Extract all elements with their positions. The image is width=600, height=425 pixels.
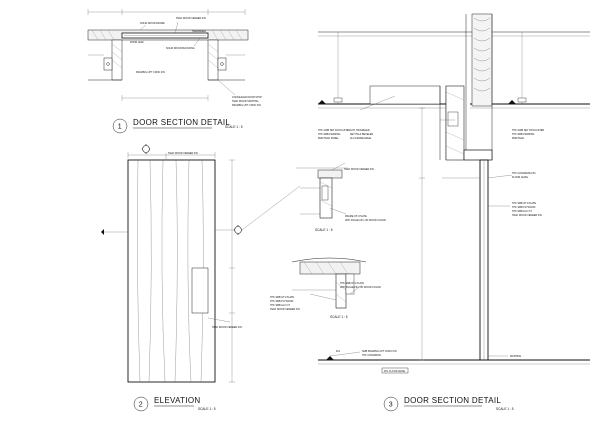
d3-note-panel-2: THK SMB PLYWOOD: [512, 206, 536, 209]
small-detail-upper-scale: SCALE 1 : 5: [315, 228, 333, 232]
detail-3-number-bubble: [383, 396, 399, 412]
d1-note-side-2: TEAK WOOD SKIRTING: [232, 100, 259, 103]
detail-1-title: DOOR SECTION DETAIL: [133, 118, 230, 127]
d1-note-1: TEAK WOOD VENEER FIN.: [176, 17, 207, 20]
mid-lower-note-right-1: THK SMB OT1 PLATE: [340, 282, 364, 285]
d1-note-4: DOOR LEAF: [130, 41, 144, 44]
d3-note-panel-3: THK SMB ALU OT: [512, 210, 532, 213]
d1-note-5: SOLID WOOD BLOCKING: [166, 47, 195, 50]
d3-note-left-3: 6MM TEAK PANEL: [318, 137, 339, 140]
d3-note-bottom-1: FFL: [336, 350, 341, 353]
detail-2-title: ELEVATION: [154, 396, 200, 405]
d3-note-mid-2: SET HALF BEVELED: [350, 133, 373, 136]
d3-note-bottom-2: SMB FRAMING UPT CONC FIN.: [362, 350, 397, 353]
mid-upper-note-frame-1: FRAME OT1 PLATE: [345, 215, 367, 218]
d3-note-left-1: THK GWB SET DN PLASTER: [318, 129, 350, 132]
mid-lower-note-right-2: APP. ANGLE FIN. ON WOOD COLOR: [340, 286, 381, 289]
d3-note-mid-1: GYP. TROWELED: [350, 129, 370, 132]
d3-note-mid-3: ALU FRAME EDGE: [350, 137, 372, 140]
detail-2-scale: SCALE 1 : 5: [198, 407, 216, 411]
detail-3-section: THK GWB SET DN PLASTER THK SMB FRAMING 6…: [318, 13, 590, 412]
detail-2-elevation: TEAK WOOD VENEER FIN. TEAK WOOD VENEER F…: [101, 143, 243, 412]
mid-lower-note-left-2: THK SMB PLYWOOD: [270, 300, 294, 303]
detail-1-scale: SCALE 1 : 5: [225, 125, 243, 129]
d3-note-panel-4: TEAK WOOD VENEER FIN.: [512, 214, 543, 217]
detail-3-number: 3: [389, 402, 393, 409]
detail-1-number: 1: [118, 124, 122, 131]
d3-note-right2-1: THK CONCRETE FIN.: [512, 172, 536, 175]
mid-upper-note-frame-2: APP. ANGLE FIN. ON WOOD COLOR: [345, 219, 386, 222]
small-detail-upper: TEAK WOOD VENEER FIN. FRAME OT1 PLATE AP…: [296, 162, 386, 232]
detail-3-scale: SCALE 1 : 5: [496, 407, 514, 411]
detail-2-number-bubble: [133, 396, 149, 412]
small-detail-lower: THK SMB OT1 PLATE THK SMB PLYWOOD THK SM…: [270, 257, 381, 319]
d3-note-right-2: THK SMB FRAMING: [512, 133, 534, 136]
d3-note-left-2: THK SMB FRAMING: [318, 133, 340, 136]
d1-note-side-1: CONCEALED DOOR STOP: [232, 96, 262, 99]
d3-note-right-3: 6MM TEAK: [512, 137, 525, 140]
d3-note-right-1: THK GWB SET DN PLASTER: [512, 129, 544, 132]
d1-note-frame: FRAMING UPT CONC FIN.: [136, 71, 166, 74]
detail-3-title: DOOR SECTION DETAIL: [404, 396, 501, 405]
d3-note-right2-2: FLOOR LEVEL: [512, 176, 529, 179]
mid-lower-note-left-1: THK SMB OT1 PLATE: [270, 296, 294, 299]
d3-note-floor: FIN. FLOOR LEVEL: [384, 370, 406, 373]
mid-lower-note-left-4: TEAK WOOD VENEER FIN.: [270, 308, 301, 311]
d1-note-side-3: FRAMING UPT CONC FIN.: [232, 104, 262, 107]
d2-note-side: TEAK WOOD VENEER FIN.: [212, 326, 243, 329]
detail-1-plan: TEAK WOOD VENEER FIN. SOLID WOOD FRAME H…: [87, 9, 262, 134]
d3-note-bottom-3: THK CONCRETE: [362, 354, 381, 357]
d2-note-top: TEAK WOOD VENEER FIN.: [168, 152, 199, 155]
detail-1-number-bubble: [112, 118, 128, 134]
mid-lower-note-left-3: THK SMB ALU OT: [270, 304, 290, 307]
d1-note-2: SOLID WOOD FRAME: [140, 22, 165, 25]
d3-note-right-bottom: SKIRTING: [510, 355, 521, 358]
detail-2-number: 2: [139, 402, 143, 409]
d3-note-panel-1: THK SMB OT1 PLATE: [512, 202, 536, 205]
small-detail-lower-scale: SCALE 1 : 5: [330, 315, 348, 319]
mid-upper-note-top: TEAK WOOD VENEER FIN.: [344, 168, 375, 171]
d1-note-3: HARDWARE: [192, 30, 206, 33]
reference-line: [241, 185, 301, 231]
